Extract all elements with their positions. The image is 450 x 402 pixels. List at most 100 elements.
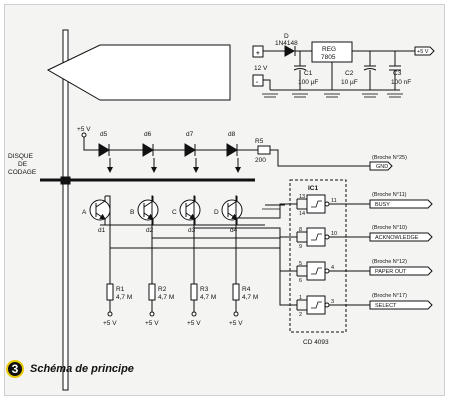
gate-4 xyxy=(306,295,326,315)
disk-pointer xyxy=(46,44,231,101)
coding-disk xyxy=(40,29,255,391)
gate-bubble-3 xyxy=(324,268,330,274)
emitter-d1 xyxy=(95,212,106,220)
gate-pin-out-3: 4 xyxy=(331,265,334,271)
r-supply-node-R4 xyxy=(233,311,239,317)
sensor-to-r-R2 xyxy=(151,195,153,238)
gate-symbol-2 xyxy=(311,233,322,241)
gate-signal-2: ACKNOWLEDGE xyxy=(375,235,419,241)
resistor-R3 xyxy=(190,283,198,301)
gate-2 xyxy=(306,227,326,247)
gate-feed-3 xyxy=(265,237,297,272)
gate-connector-pin-4: (Broche N°17) xyxy=(372,293,407,299)
gate-1 xyxy=(306,194,326,214)
gate-3 xyxy=(306,261,326,281)
resistor-value-R4: 4,7 M xyxy=(242,294,258,301)
c3-value: 100 nF xyxy=(391,79,411,86)
ic1-box xyxy=(289,179,347,333)
gate-signal-1: BUSY xyxy=(375,202,390,208)
caption-text: Schéma de principe xyxy=(30,363,134,375)
gate-pin-out-1: 11 xyxy=(331,198,337,204)
led-label-d6: d6 xyxy=(144,131,152,138)
disk-shaft xyxy=(62,29,69,391)
gate-pin-a-4: 1 xyxy=(299,295,302,301)
resistor-ref-R1: R1 xyxy=(116,286,125,293)
r5-ref: R5 xyxy=(255,138,264,145)
c1-ref: C1 xyxy=(304,70,313,77)
resistor-R2 xyxy=(148,283,156,301)
gate-bubble-2 xyxy=(324,234,330,240)
r-supply-node-R3 xyxy=(191,311,197,317)
power-supply xyxy=(252,41,435,98)
gate-pin-b-3: 6 xyxy=(299,278,302,284)
gate-symbol-1 xyxy=(311,200,322,208)
sensor-to-r-R1 xyxy=(105,195,111,248)
led-label-d8: d8 xyxy=(228,131,236,138)
gate-feed-4 xyxy=(265,247,297,306)
sensor-ref-d2: d2 xyxy=(146,227,154,234)
supply-top: +5 V xyxy=(77,126,91,133)
resistor-supply-R2: +5 V xyxy=(145,320,159,327)
collector-d1 xyxy=(95,200,106,208)
gate-pin-out-4: 3 xyxy=(331,299,334,305)
connector-3 xyxy=(369,266,433,276)
gate-pin-b-2: 9 xyxy=(299,244,302,250)
sensor-letter-A: A xyxy=(82,209,87,216)
connector-1 xyxy=(369,199,433,209)
ic-part: CD 4093 xyxy=(303,339,329,346)
resistor-value-R2: 4,7 M xyxy=(158,294,174,301)
gate-connector-pin-3: (Broche N°12) xyxy=(372,259,407,265)
gnd-pin: (Broche N°25) xyxy=(372,155,407,161)
gate-signal-3: PAPER OUT xyxy=(375,269,407,275)
sensor-ref-d4: d4 xyxy=(230,227,238,234)
phototransistor-d2 xyxy=(137,199,159,221)
diode-part: 1N4148 xyxy=(275,40,298,47)
sensor-to-r-R3 xyxy=(193,195,195,228)
reg-part: 7805 xyxy=(321,54,336,61)
gate-pin-out-2: 10 xyxy=(331,231,337,237)
plus-sign: + xyxy=(256,50,260,57)
sensor-ref-d1: d1 xyxy=(98,227,106,234)
resistor-supply-R3: +5 V xyxy=(187,320,201,327)
phototransistor-d4 xyxy=(221,199,243,221)
gate-signal-4: SELECT xyxy=(375,303,397,309)
resistor-R1 xyxy=(106,283,114,301)
gate-pin-a-3: 5 xyxy=(299,261,302,267)
resistor-ref-R3: R3 xyxy=(200,286,209,293)
gate-connector-pin-1: (Broche N°11) xyxy=(372,192,407,198)
output-connector xyxy=(414,46,435,56)
reg-ref: REG xyxy=(322,46,336,53)
disk-label-3: CODAGE xyxy=(8,169,37,176)
diode-ref: D xyxy=(284,33,289,40)
gate-pin-b-4: 2 xyxy=(299,312,302,318)
led-label-d5: d5 xyxy=(100,131,108,138)
resistor-value-R1: 4,7 M xyxy=(116,294,132,301)
resistor-value-R3: 4,7 M xyxy=(200,294,216,301)
connector-2 xyxy=(369,232,433,242)
c2-value: 10 µF xyxy=(341,79,358,86)
phototransistor-d3 xyxy=(179,199,201,221)
r5 xyxy=(257,145,271,155)
gate-bubble-4 xyxy=(324,302,330,308)
ic-ref: IC1 xyxy=(308,185,319,192)
led-label-d7: d7 xyxy=(186,131,194,138)
led-d8 xyxy=(226,143,238,157)
gate-pin-a-2: 8 xyxy=(299,227,302,233)
input-voltage: 12 V xyxy=(254,65,268,72)
led-d6 xyxy=(142,143,154,157)
gate-feed-2 xyxy=(265,227,297,238)
gnd-connector xyxy=(369,161,393,171)
sensor-letter-B: B xyxy=(130,209,134,216)
output-label: +5 V xyxy=(417,49,429,55)
disk-label-1: DISQUE xyxy=(8,153,34,160)
led-row xyxy=(81,132,393,171)
connector-4 xyxy=(369,300,433,310)
gate-pin-a-1: 13 xyxy=(299,194,305,200)
r-supply-node-R2 xyxy=(149,311,155,317)
c1-value: 100 µF xyxy=(298,79,318,86)
gate-connector-pin-2: (Broche N°10) xyxy=(372,225,407,231)
gate-feed-1 xyxy=(265,203,297,219)
resistor-ref-R2: R2 xyxy=(158,286,167,293)
resistor-supply-R1: +5 V xyxy=(103,320,117,327)
